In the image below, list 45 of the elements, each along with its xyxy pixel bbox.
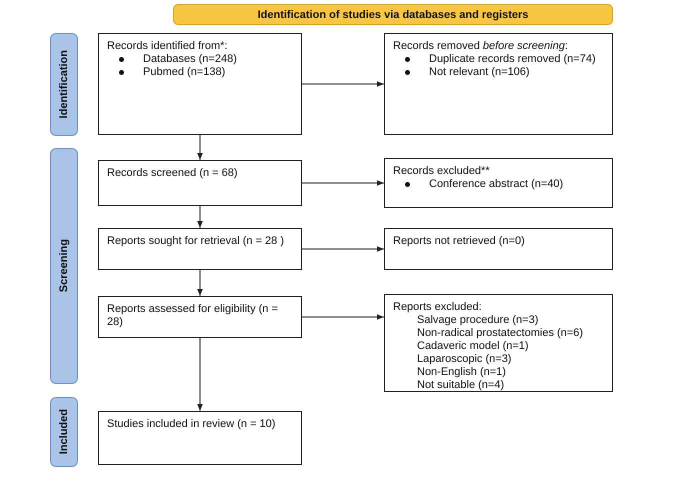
box-text: Studies included in review (n = 10) [107,418,276,431]
arrow [197,134,203,160]
bullet-item: Conference abstract (n=40) [393,178,604,191]
process-box [98,160,302,206]
box-text: Reports not retrieved (n=0) [393,235,526,248]
bullet-item: Pubmed (n=138) [107,66,293,79]
bullet-item: Not relevant (n=106) [393,66,604,79]
box-text: Records screened (n = 68) [107,167,239,180]
process-box [98,228,302,270]
heading-text: Included [58,409,70,455]
process-box [98,296,302,338]
arrow [197,270,203,296]
heading-text: Identification of studies via databases and registers [258,8,528,20]
box-text: Reports assessed for eligibility (n = 28) [107,303,279,329]
box-text: Reports excluded: [393,301,483,314]
phase-label-band [50,397,78,467]
process-box [384,158,613,208]
list-item: Laparoscopic (n=3) [416,353,512,366]
bullet-item: Duplicate records removed (n=74) [393,53,604,66]
box-text: Reports sought for retrieval (n = 28 ) [107,235,285,248]
list-item: Not suitable (n=4) [416,379,506,392]
box-text: Records removed before screening: [393,40,569,53]
process-box [98,411,302,465]
arrow [302,180,384,186]
list-item: Cadaveric model (n=1) [416,340,530,353]
process-box [98,33,302,135]
arrow [197,206,203,228]
box-text: Records excluded** [393,165,491,178]
title-banner [173,4,613,25]
heading-text: Identification [58,50,70,119]
arrow [197,338,203,412]
arrow [302,81,384,87]
box-text: Records identified from*: [107,40,228,53]
arrow [302,246,384,252]
heading-text: Screening [58,239,70,293]
process-box [384,33,613,135]
phase-label-band [50,33,78,136]
bullet-item: Databases (n=248) [107,53,293,66]
phase-label-band [50,148,78,384]
list-item: Salvage procedure (n=3) [416,314,540,327]
process-box [384,294,613,392]
list-item: Non-English (n=1) [416,366,507,379]
arrow [302,314,384,320]
list-item: Non-radical prostatectomies (n=6) [416,327,584,340]
process-box [384,228,613,270]
